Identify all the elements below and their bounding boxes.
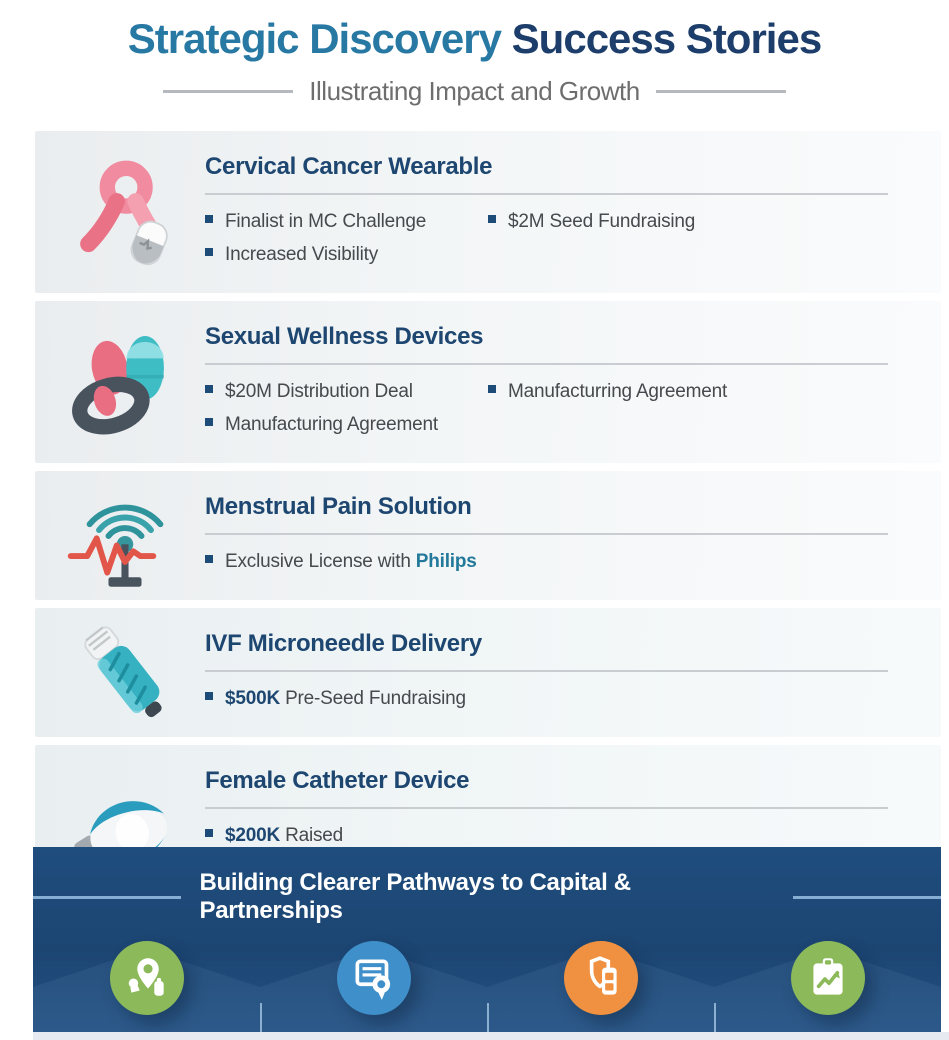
bullet-item: $200K Raised [205, 825, 488, 847]
page-title-accent: Strategic Discovery [127, 15, 502, 62]
bullet-item: Finalist in MC Challenge [205, 211, 488, 233]
bullet-square-icon [205, 215, 213, 223]
card-body: Sexual Wellness Devices $20M Distribution… [205, 323, 921, 447]
card-title-divider [205, 670, 888, 672]
card-title-divider [205, 807, 888, 809]
card-title: Menstrual Pain Solution [205, 493, 472, 520]
bullet-text: $2M Seed Fundraising [508, 211, 696, 232]
page-header: Strategic Discovery Success Stories Illu… [0, 0, 949, 107]
footer-title-left-rule [33, 895, 182, 899]
footer-title-right-rule [792, 895, 941, 899]
bullet-text: Exclusive License with Philips [225, 551, 477, 572]
footer-band: Building Clearer Pathways to Capital & P… [33, 847, 941, 1032]
bullet-text: $200K Raised [225, 825, 344, 846]
bullet-text: Manufacturring Agreement [508, 381, 728, 402]
card-title-divider [205, 363, 888, 365]
footer-item-list: Investor Readiness Licensing Deals Clini… [33, 941, 941, 1032]
subtitle-right-rule [655, 90, 786, 94]
card-title: Cervical Cancer Wearable [205, 153, 493, 180]
card-title-divider [205, 193, 888, 195]
bullet-item: Exclusive License with Philips [205, 551, 488, 573]
signal-antenna-icon [60, 476, 190, 596]
card-title: IVF Microneedle Delivery [205, 630, 482, 657]
bullet-square-icon [205, 248, 213, 256]
footer-item-clinical-trials: Clinical Trials [487, 941, 714, 1032]
page-title-rest: Success Stories [501, 15, 823, 62]
card-title: Sexual Wellness Devices [205, 323, 484, 350]
bullet-column: Exclusive License with Philips [205, 551, 488, 584]
bullet-square-icon [205, 555, 213, 563]
bullet-text: $500K Pre-Seed Fundraising [225, 688, 466, 709]
card-bullets: Exclusive License with Philips [205, 551, 921, 584]
microneedle-pen-icon [60, 613, 190, 733]
story-card: Sexual Wellness Devices $20M Distribution… [35, 301, 941, 463]
footer-divider [487, 1003, 489, 1032]
card-title-divider [205, 533, 888, 535]
footer-item-licensing-deals: Licensing Deals [260, 941, 487, 1032]
clinical-shield-phone-icon [563, 941, 638, 1015]
bullet-square-icon [205, 418, 213, 426]
bullet-text: $20M Distribution Deal [225, 381, 413, 402]
card-body: IVF Microneedle Delivery $500K Pre-Seed F… [205, 630, 921, 721]
bullet-square-icon [488, 215, 496, 223]
card-title: Female Catheter Device [205, 767, 470, 794]
bullet-square-icon [205, 692, 213, 700]
footer-divider [260, 1003, 262, 1032]
bullet-item: $2M Seed Fundraising [488, 211, 695, 233]
footer-title: Building Clearer Pathways to Capital & P… [199, 869, 631, 924]
bullet-square-icon [205, 385, 213, 393]
card-bullets: $500K Pre-Seed Fundraising [205, 688, 921, 721]
licensing-document-icon [336, 941, 411, 1015]
footer-divider [714, 1003, 716, 1032]
story-card: IVF Microneedle Delivery $500K Pre-Seed F… [35, 608, 941, 737]
bullet-square-icon [488, 385, 496, 393]
footer-item-investor-readiness: Investor Readiness [33, 941, 260, 1032]
footer-item-commercialization: Commercialization [714, 941, 941, 1032]
bullet-text: Manufacturing Agreement [225, 414, 438, 435]
footer-title-row: Building Clearer Pathways to Capital & P… [33, 869, 941, 925]
wellness-devices-icon [60, 322, 190, 442]
bullet-item: Manufacturring Agreement [488, 381, 727, 403]
bullet-text: Finalist in MC Challenge [225, 211, 427, 232]
page-title: Strategic Discovery Success Stories [0, 15, 949, 62]
bullet-column: $500K Pre-Seed Fundraising [205, 688, 488, 721]
bullet-square-icon [205, 829, 213, 837]
commercialization-clipboard-icon [790, 941, 865, 1015]
awareness-ribbon-icon [60, 152, 190, 272]
bullet-item: Manufacturing Agreement [205, 414, 488, 436]
subtitle-left-rule [163, 90, 294, 94]
subtitle-row: Illustrating Impact and Growth [0, 76, 949, 107]
bullet-column: $2M Seed Fundraising [488, 211, 695, 277]
investor-pin-icon [109, 941, 184, 1015]
bullet-item: $20M Distribution Deal [205, 381, 488, 403]
bullet-item: Increased Visibility [205, 244, 488, 266]
bottom-strip [33, 1032, 949, 1040]
bullet-column: Manufacturring Agreement [488, 381, 727, 447]
page-subtitle: Illustrating Impact and Growth [309, 76, 640, 107]
bullet-text: Increased Visibility [225, 244, 379, 265]
bullet-item: $500K Pre-Seed Fundraising [205, 688, 488, 710]
